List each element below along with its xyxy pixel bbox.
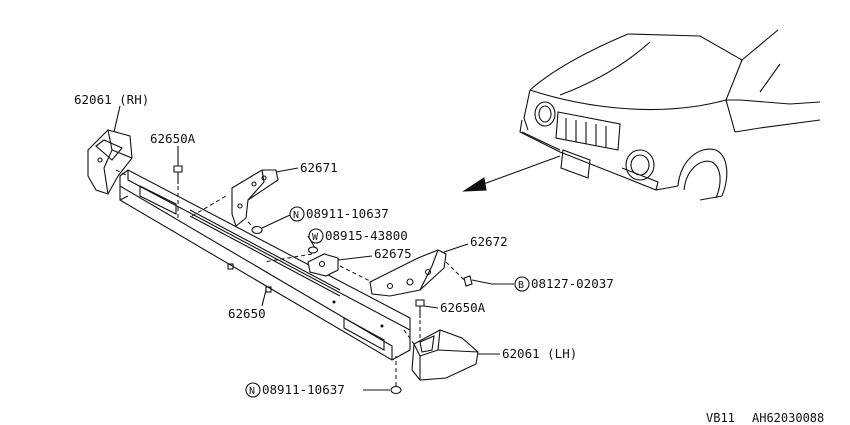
label-lh-corner: 62061 (LH) bbox=[502, 346, 577, 361]
direction-arrow bbox=[462, 155, 561, 192]
footer-model: VB11 bbox=[706, 411, 735, 425]
guide-lines bbox=[115, 169, 465, 386]
bracket-upper bbox=[231, 169, 279, 227]
car-illustration bbox=[519, 29, 821, 201]
corner-lh bbox=[411, 329, 479, 381]
label-bracket-right: 62672 bbox=[470, 234, 508, 249]
label-nut-lower: N 08911-10637 bbox=[245, 382, 345, 398]
label-bolt-top: 62650A bbox=[150, 131, 196, 146]
bolt-right-code: 08127-02037 bbox=[531, 276, 614, 291]
label-bolt-mid: 62650A bbox=[440, 300, 486, 315]
corner-rh bbox=[87, 129, 133, 195]
label-bolt-right: B 08127-02037 bbox=[514, 276, 614, 292]
label-nut-upper: N 08911-10637 bbox=[289, 206, 389, 222]
label-washer: W 08915-43800 bbox=[308, 228, 408, 244]
label-rh-corner: 62061 (RH) bbox=[74, 92, 149, 107]
leader-lines bbox=[113, 105, 514, 391]
washer-code: 08915-43800 bbox=[325, 228, 408, 243]
nut-upper-symbol: N bbox=[293, 210, 299, 221]
footer-code: AH62030088 bbox=[752, 411, 824, 425]
bolt-right-symbol: B bbox=[518, 280, 524, 291]
fasteners bbox=[173, 165, 493, 395]
bracket-right bbox=[369, 249, 447, 297]
nut-upper-code: 08911-10637 bbox=[306, 206, 389, 221]
washer-symbol: W bbox=[312, 232, 319, 243]
nut-lower-code: 08911-10637 bbox=[262, 382, 345, 397]
nut-lower-symbol: N bbox=[249, 386, 255, 397]
label-bumper: 62650 bbox=[228, 306, 266, 321]
bracket-lower bbox=[307, 253, 339, 277]
footer: VB11 AH62030088 bbox=[706, 411, 824, 425]
callout-labels: 62061 (RH) 62650A 62671 N 08911-10637 W … bbox=[74, 92, 614, 398]
label-bracket-upper: 62671 bbox=[300, 160, 338, 175]
bumper-reinforcement bbox=[119, 169, 411, 361]
label-bracket-lower: 62675 bbox=[374, 246, 412, 261]
